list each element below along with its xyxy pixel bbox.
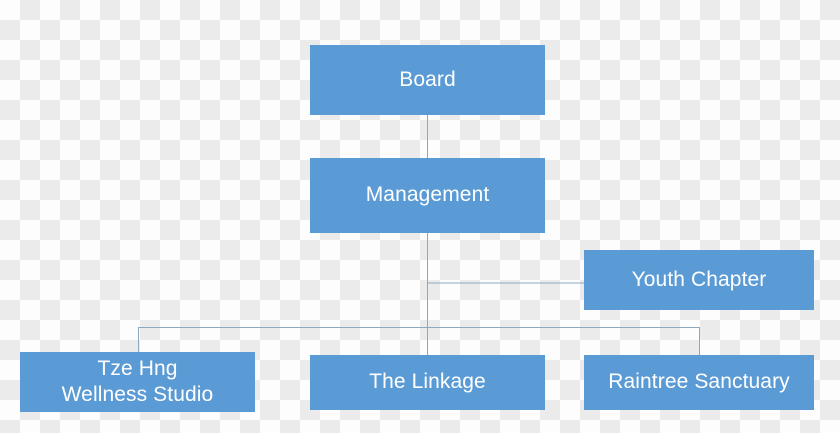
node-youth-chapter[interactable]: Youth Chapter xyxy=(584,250,814,310)
node-management-label: Management xyxy=(365,183,490,207)
node-tze-hng-wellness-studio[interactable]: Tze Hng Wellness Studio xyxy=(20,352,255,412)
node-board[interactable]: Board xyxy=(310,45,545,115)
node-the-linkage[interactable]: The Linkage xyxy=(310,355,545,410)
node-raintree-sanctuary-label: Raintree Sanctuary xyxy=(608,370,790,394)
node-tze-hng-wellness-studio-label: Tze Hng Wellness Studio xyxy=(61,357,214,406)
node-youth-chapter-label: Youth Chapter xyxy=(631,267,767,291)
node-the-linkage-label: The Linkage xyxy=(369,370,486,394)
node-board-label: Board xyxy=(399,67,456,91)
node-management[interactable]: Management xyxy=(310,158,545,233)
node-raintree-sanctuary[interactable]: Raintree Sanctuary xyxy=(584,355,814,410)
